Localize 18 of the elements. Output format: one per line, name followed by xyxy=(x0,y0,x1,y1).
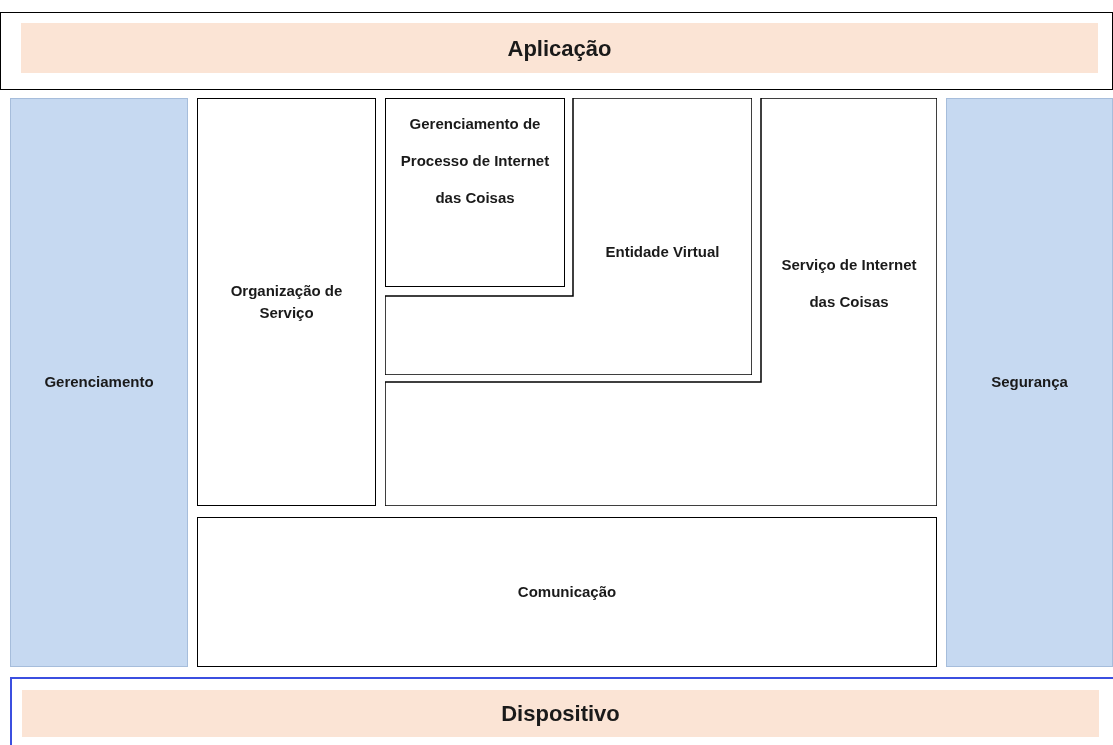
node-label: Aplicação xyxy=(507,34,612,63)
layer-band xyxy=(21,23,1098,73)
layer-band xyxy=(22,690,1099,737)
layer-frame xyxy=(0,12,1113,90)
node-label: Organização de Serviço xyxy=(229,280,344,323)
node-label: Serviço de Internet das Coisas xyxy=(781,255,917,312)
node-label: Segurança xyxy=(991,372,1068,393)
module-box xyxy=(385,98,565,287)
node-label: Gerenciamento xyxy=(44,372,154,393)
module-box xyxy=(197,98,376,506)
node-label: Dispositivo xyxy=(501,700,620,728)
side-panel xyxy=(10,98,188,667)
node-label: Comunicação xyxy=(517,581,617,602)
node-label: Gerenciamento de Processo de Internet das Coisas xyxy=(400,114,550,208)
side-panel xyxy=(946,98,1113,667)
module-box xyxy=(197,517,937,667)
layer-frame xyxy=(10,677,1113,745)
node-label: Entidade Virtual xyxy=(605,241,720,262)
